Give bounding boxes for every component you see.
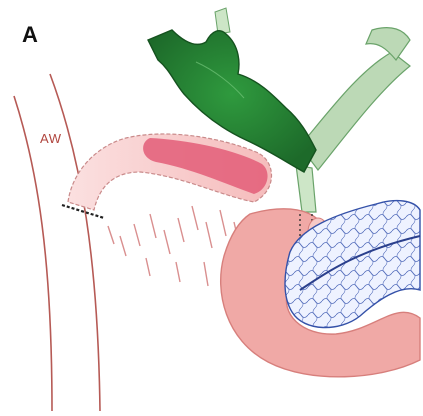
panel-label: A	[22, 22, 38, 48]
abdominal-wall-label: AW	[40, 131, 61, 146]
abdominal-wall	[14, 74, 104, 411]
